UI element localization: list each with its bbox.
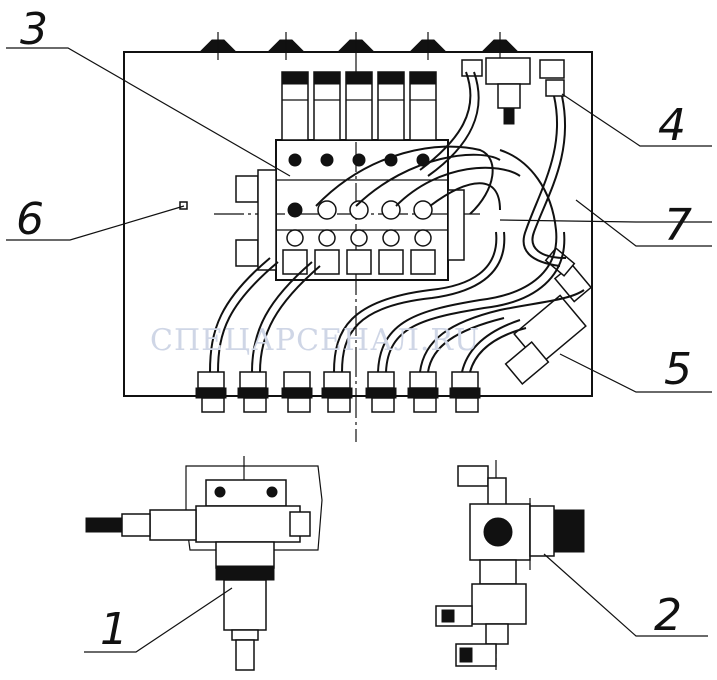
- callout-1: 1: [100, 604, 128, 655]
- callout-7: 7: [664, 200, 692, 251]
- main-panel-assembly: [123, 32, 593, 442]
- valve-coil-3: [345, 71, 373, 275]
- valve-coil-2: [313, 71, 341, 275]
- valve-coil-4: [377, 71, 405, 275]
- leader-lines: [6, 47, 712, 653]
- callout-3: 3: [20, 4, 48, 55]
- callout-labels: 3 6 4 7 5 1 2: [16, 4, 692, 655]
- callout-6: 6: [16, 194, 44, 245]
- bottom-connectors: [195, 371, 481, 413]
- pneumatic-tubes: [209, 71, 585, 373]
- valve-coil-1: [281, 71, 309, 275]
- detail-view-2: [435, 460, 585, 670]
- watermark: СПЕЦАРСЕНАЛ.RU: [150, 323, 480, 358]
- plate-marker: [179, 201, 188, 210]
- callout-5: 5: [664, 344, 692, 395]
- callout-2: 2: [654, 590, 682, 641]
- valve-coil-5: [409, 71, 437, 275]
- callout-4: 4: [658, 100, 686, 151]
- detail-view-1: [85, 456, 323, 671]
- top-mounting-bosses: [198, 32, 520, 60]
- solenoid-valve-block: [235, 71, 465, 281]
